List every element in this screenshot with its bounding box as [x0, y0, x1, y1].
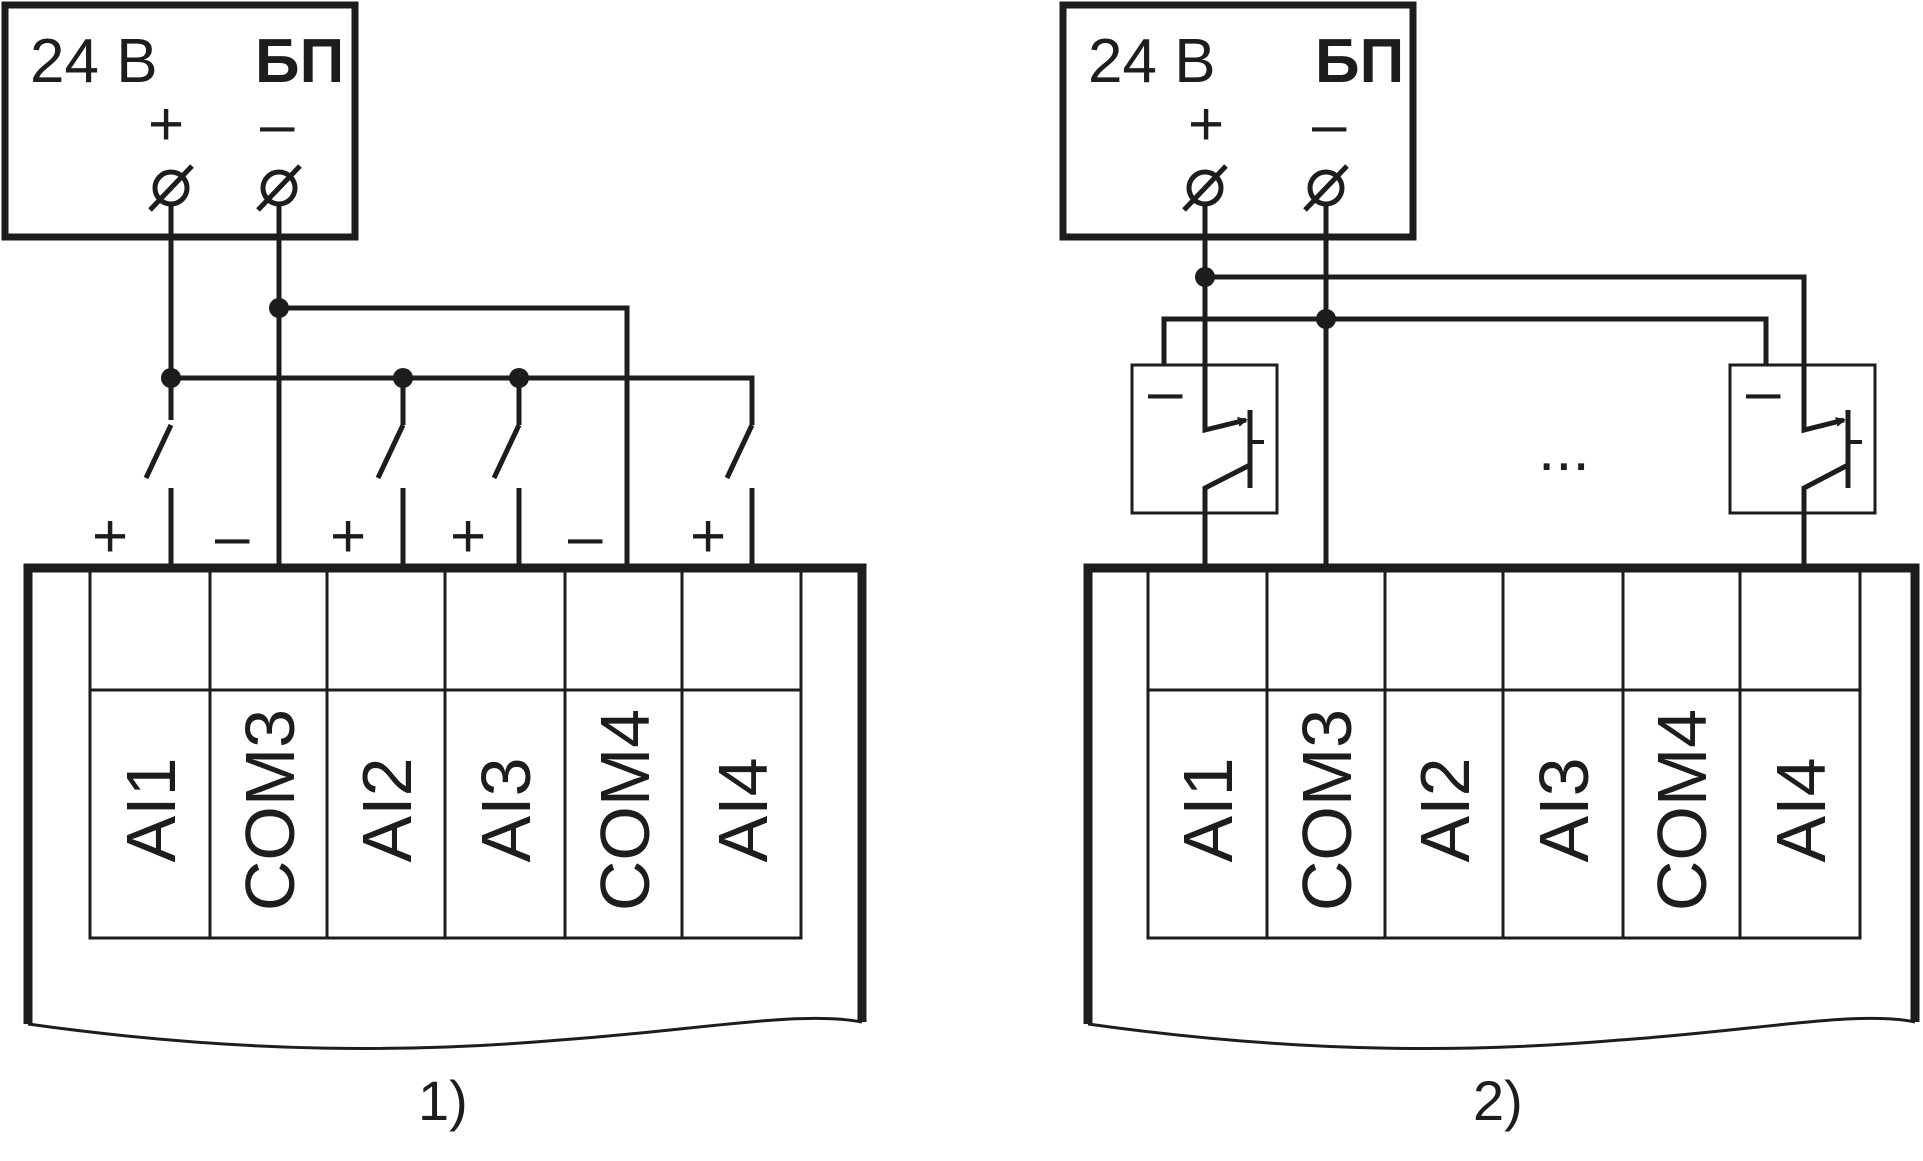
plus-mark-1: + — [148, 90, 184, 159]
terminal-labels-2: AI1 COM3 AI2 AI3 COM4 AI4 — [1169, 709, 1840, 911]
caption-2: 2) — [1473, 1069, 1523, 1132]
dry-contact-switches — [143, 423, 755, 568]
terminal-com3: COM3 — [1288, 709, 1366, 911]
transistor-sensor-1: – — [1130, 357, 1279, 568]
screw-terminal-minus-2 — [1303, 164, 1349, 212]
device-housing-break-2 — [1087, 1016, 1916, 1051]
device-housing-break-1 — [27, 1016, 863, 1051]
svg-text:+: + — [330, 502, 366, 571]
svg-text:+: + — [450, 502, 486, 571]
screw-terminal-minus-1 — [256, 164, 302, 212]
terminal-block-1 — [88, 568, 803, 940]
svg-text:–: – — [568, 502, 603, 571]
svg-text:–: – — [215, 502, 250, 571]
terminal-com3: COM3 — [231, 709, 309, 911]
terminal-ai2: AI2 — [348, 757, 426, 862]
device-housing-2 — [1083, 563, 1920, 1024]
transistor-minus-1: – — [1148, 357, 1183, 426]
polarity-marks-1: + – + + – + — [92, 502, 726, 571]
svg-text:+: + — [92, 502, 128, 571]
ellipsis: ... — [1538, 415, 1590, 484]
minus-mark-2: – — [1312, 90, 1347, 159]
terminal-ai4: AI4 — [704, 757, 782, 862]
transistor-minus-2: – — [1746, 357, 1781, 426]
terminal-ai1: AI1 — [112, 757, 190, 862]
plus-mark-2: + — [1188, 90, 1224, 159]
terminal-ai3: AI3 — [467, 757, 545, 862]
terminal-block-2 — [1146, 568, 1862, 940]
screw-terminal-plus-1 — [148, 164, 194, 212]
power-supply-name-1: БП — [255, 27, 344, 96]
terminal-ai2: AI2 — [1406, 757, 1484, 862]
wires-2 — [1161, 204, 1807, 568]
voltage-label-1: 24 В — [30, 27, 158, 96]
diagram-2: 24 В БП + – – — [1059, 1, 1920, 1132]
screw-terminal-plus-2 — [1182, 164, 1228, 212]
power-supply-box-1 — [1, 1, 359, 241]
junction-dots-1 — [161, 298, 529, 388]
caption-1: 1) — [418, 1069, 468, 1132]
terminal-com4: COM4 — [586, 709, 664, 911]
junction-dots-2 — [1195, 267, 1336, 329]
voltage-label-2: 24 В — [1088, 27, 1216, 96]
minus-mark-1: – — [260, 90, 295, 159]
svg-text:+: + — [690, 502, 726, 571]
power-supply-box-2 — [1059, 1, 1417, 241]
transistor-sensor-2: – — [1728, 357, 1877, 568]
terminal-labels-1: AI1 COM3 AI2 AI3 COM4 AI4 — [112, 709, 782, 911]
terminal-com4: COM4 — [1643, 709, 1721, 911]
terminal-ai1: AI1 — [1169, 757, 1247, 862]
terminal-ai3: AI3 — [1525, 757, 1603, 862]
device-housing-1 — [23, 563, 867, 1024]
diagram-1: 24 В БП + – — [1, 1, 867, 1132]
power-supply-name-2: БП — [1315, 27, 1404, 96]
terminal-ai4: AI4 — [1762, 757, 1840, 862]
